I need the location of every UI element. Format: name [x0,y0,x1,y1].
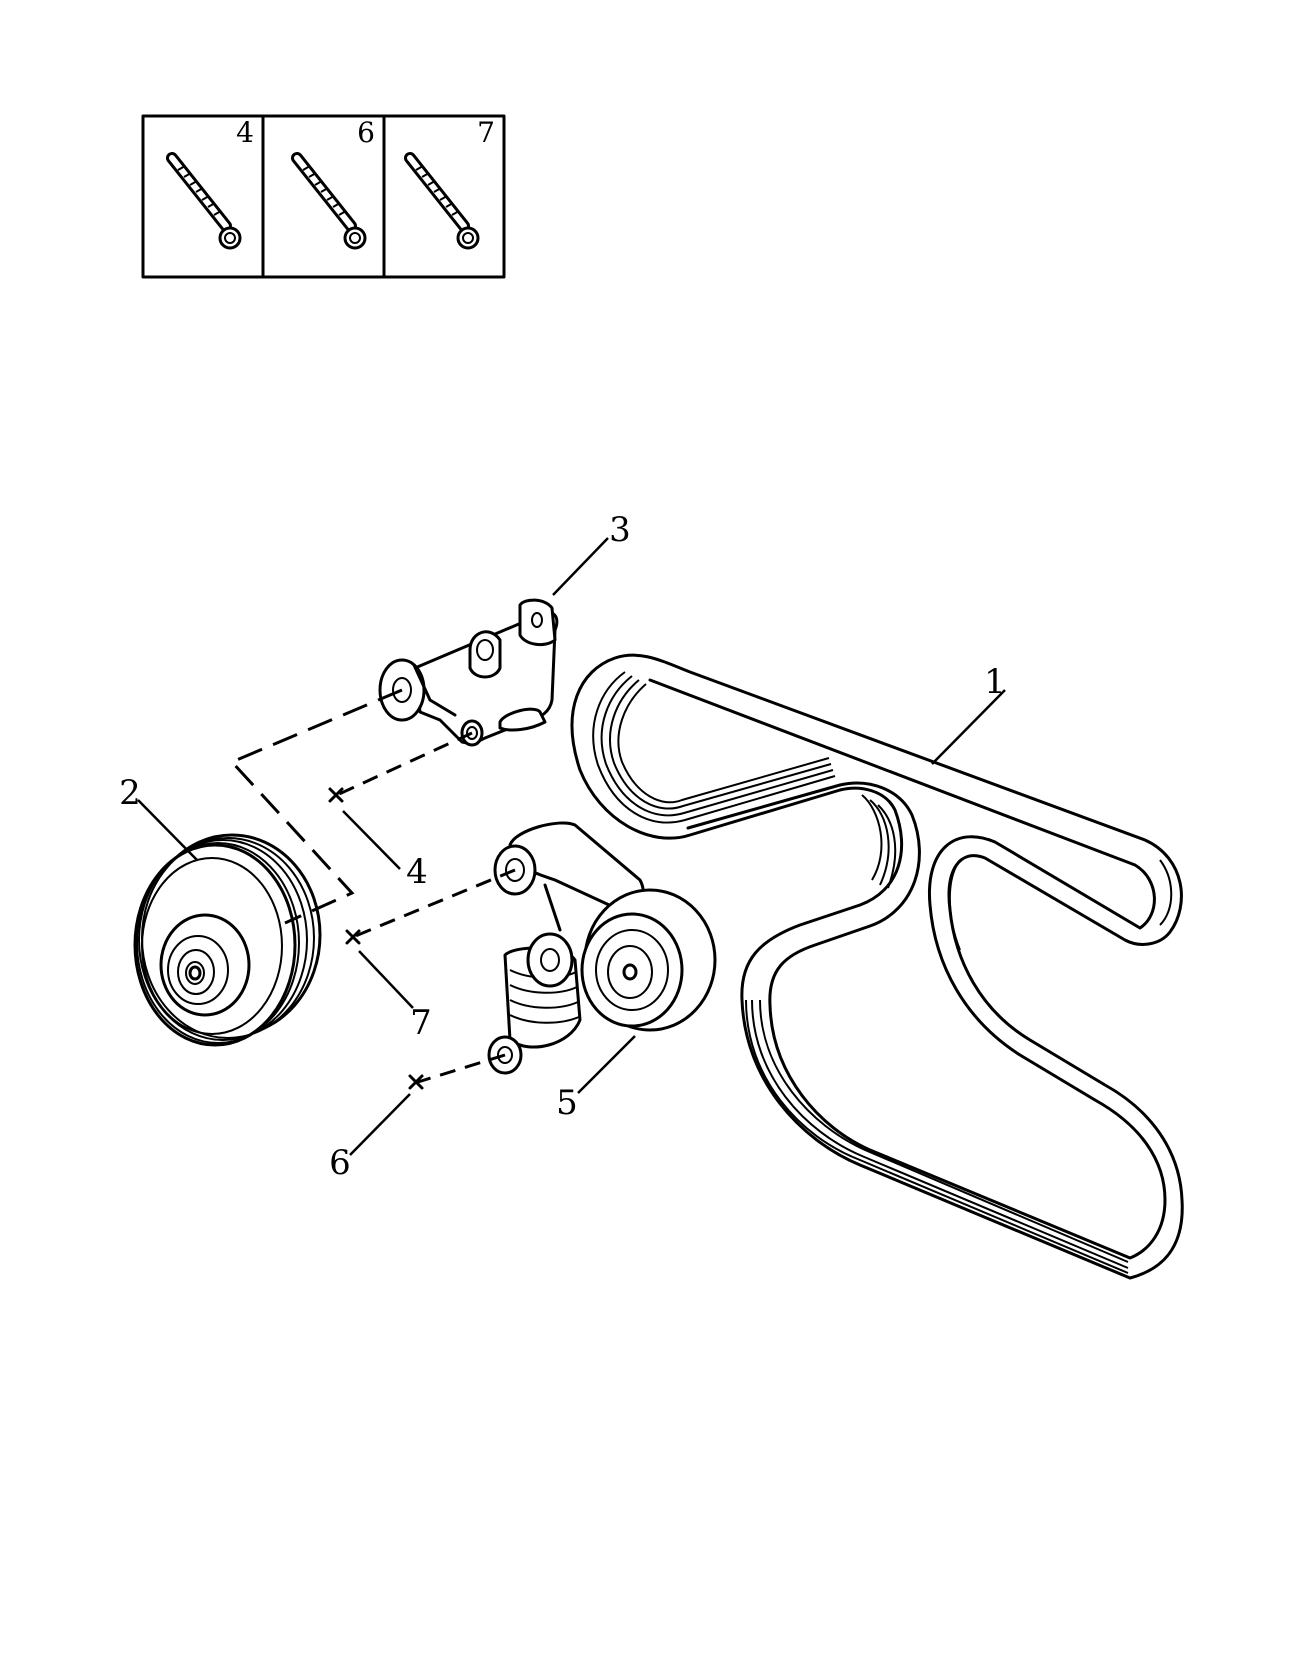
callout-labels: 1 2 3 4 5 6 7 [119,510,1006,1183]
bolt-icon [404,152,480,250]
bolt-marker-7 [345,929,361,945]
bolt-marker-4 [328,787,344,803]
legend-number-4: 4 [236,116,254,149]
bolt-icon [166,152,242,250]
belt-tensioner [487,821,717,1075]
serpentine-belt [570,653,1184,1280]
bolt-marker-6 [408,1074,424,1090]
idler-pulley [133,833,322,1047]
leader-7 [358,950,414,1009]
fastener-legend: 4 6 7 [141,114,506,279]
leader-6 [349,1093,411,1156]
callout-3: 3 [609,510,631,550]
leader-4 [342,810,401,870]
assembly-lines [229,688,516,1090]
callout-1: 1 [984,662,1006,702]
leader-3 [552,537,609,596]
tensioner-bracket [378,598,559,747]
callout-7: 7 [410,1003,432,1043]
callout-4: 4 [406,852,428,892]
leader-2 [137,799,198,861]
legend-frame [141,114,506,279]
leader-5 [577,1035,636,1094]
callout-2: 2 [119,773,141,813]
callout-leaders [137,537,1006,1156]
callout-5: 5 [556,1083,578,1123]
leader-1 [931,689,1006,765]
bolt-icon [291,152,367,250]
callout-6: 6 [329,1143,351,1183]
assembly-line-2-3 [229,688,403,925]
assembly-line-6 [417,1053,506,1084]
legend-number-6: 6 [357,116,375,149]
legend-number-7: 7 [477,116,495,149]
assembly-line-7 [352,868,516,939]
assembly-line-4 [336,731,473,797]
